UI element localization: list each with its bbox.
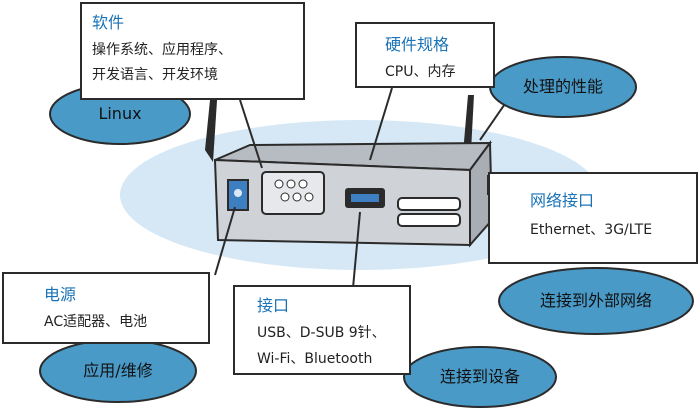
network-title: 网络接口 (530, 191, 595, 210)
ellipse-maintenance: 应用/维修 (38, 338, 198, 404)
power-line-1: AC适配器、电池 (44, 314, 148, 330)
ellipse-device-connect-label: 连接到设备 (439, 367, 520, 386)
ellipse-external-network: 连接到外部网络 (497, 266, 695, 336)
software-box: 软件 操作系统、应用程序、 开发语言、开发环境 (80, 2, 305, 100)
embedded-device (213, 140, 494, 248)
interface-box: 接口 USB、D-SUB 9针、 Wi-Fi、Bluetooth (233, 285, 411, 375)
interface-line-2: Wi-Fi、Bluetooth (257, 351, 373, 367)
hardware-box: 硬件规格 CPU、内存 (355, 22, 495, 88)
ellipse-external-network-label: 连接到外部网络 (539, 291, 652, 310)
ellipse-linux-label: Linux (98, 104, 142, 123)
network-box: 网络接口 Ethernet、3G/LTE (488, 172, 698, 264)
interface-line-1: USB、D-SUB 9针、 (257, 325, 386, 341)
hardware-line-1: CPU、内存 (385, 64, 456, 80)
ellipse-device-connect: 连接到设备 (402, 345, 558, 409)
software-line-1: 操作系统、应用程序、 (92, 42, 232, 58)
power-box: 电源 AC适配器、电池 (2, 272, 210, 344)
ellipse-performance-label: 处理的性能 (522, 77, 603, 96)
software-title: 软件 (92, 13, 125, 32)
hardware-title: 硬件规格 (385, 35, 450, 54)
ellipse-performance: 处理的性能 (488, 55, 638, 119)
interface-title: 接口 (257, 296, 290, 315)
network-line-1: Ethernet、3G/LTE (530, 222, 653, 238)
software-line-2: 开发语言、开发环境 (92, 67, 218, 83)
ellipse-maintenance-label: 应用/维修 (83, 361, 153, 380)
power-title: 电源 (44, 285, 77, 304)
